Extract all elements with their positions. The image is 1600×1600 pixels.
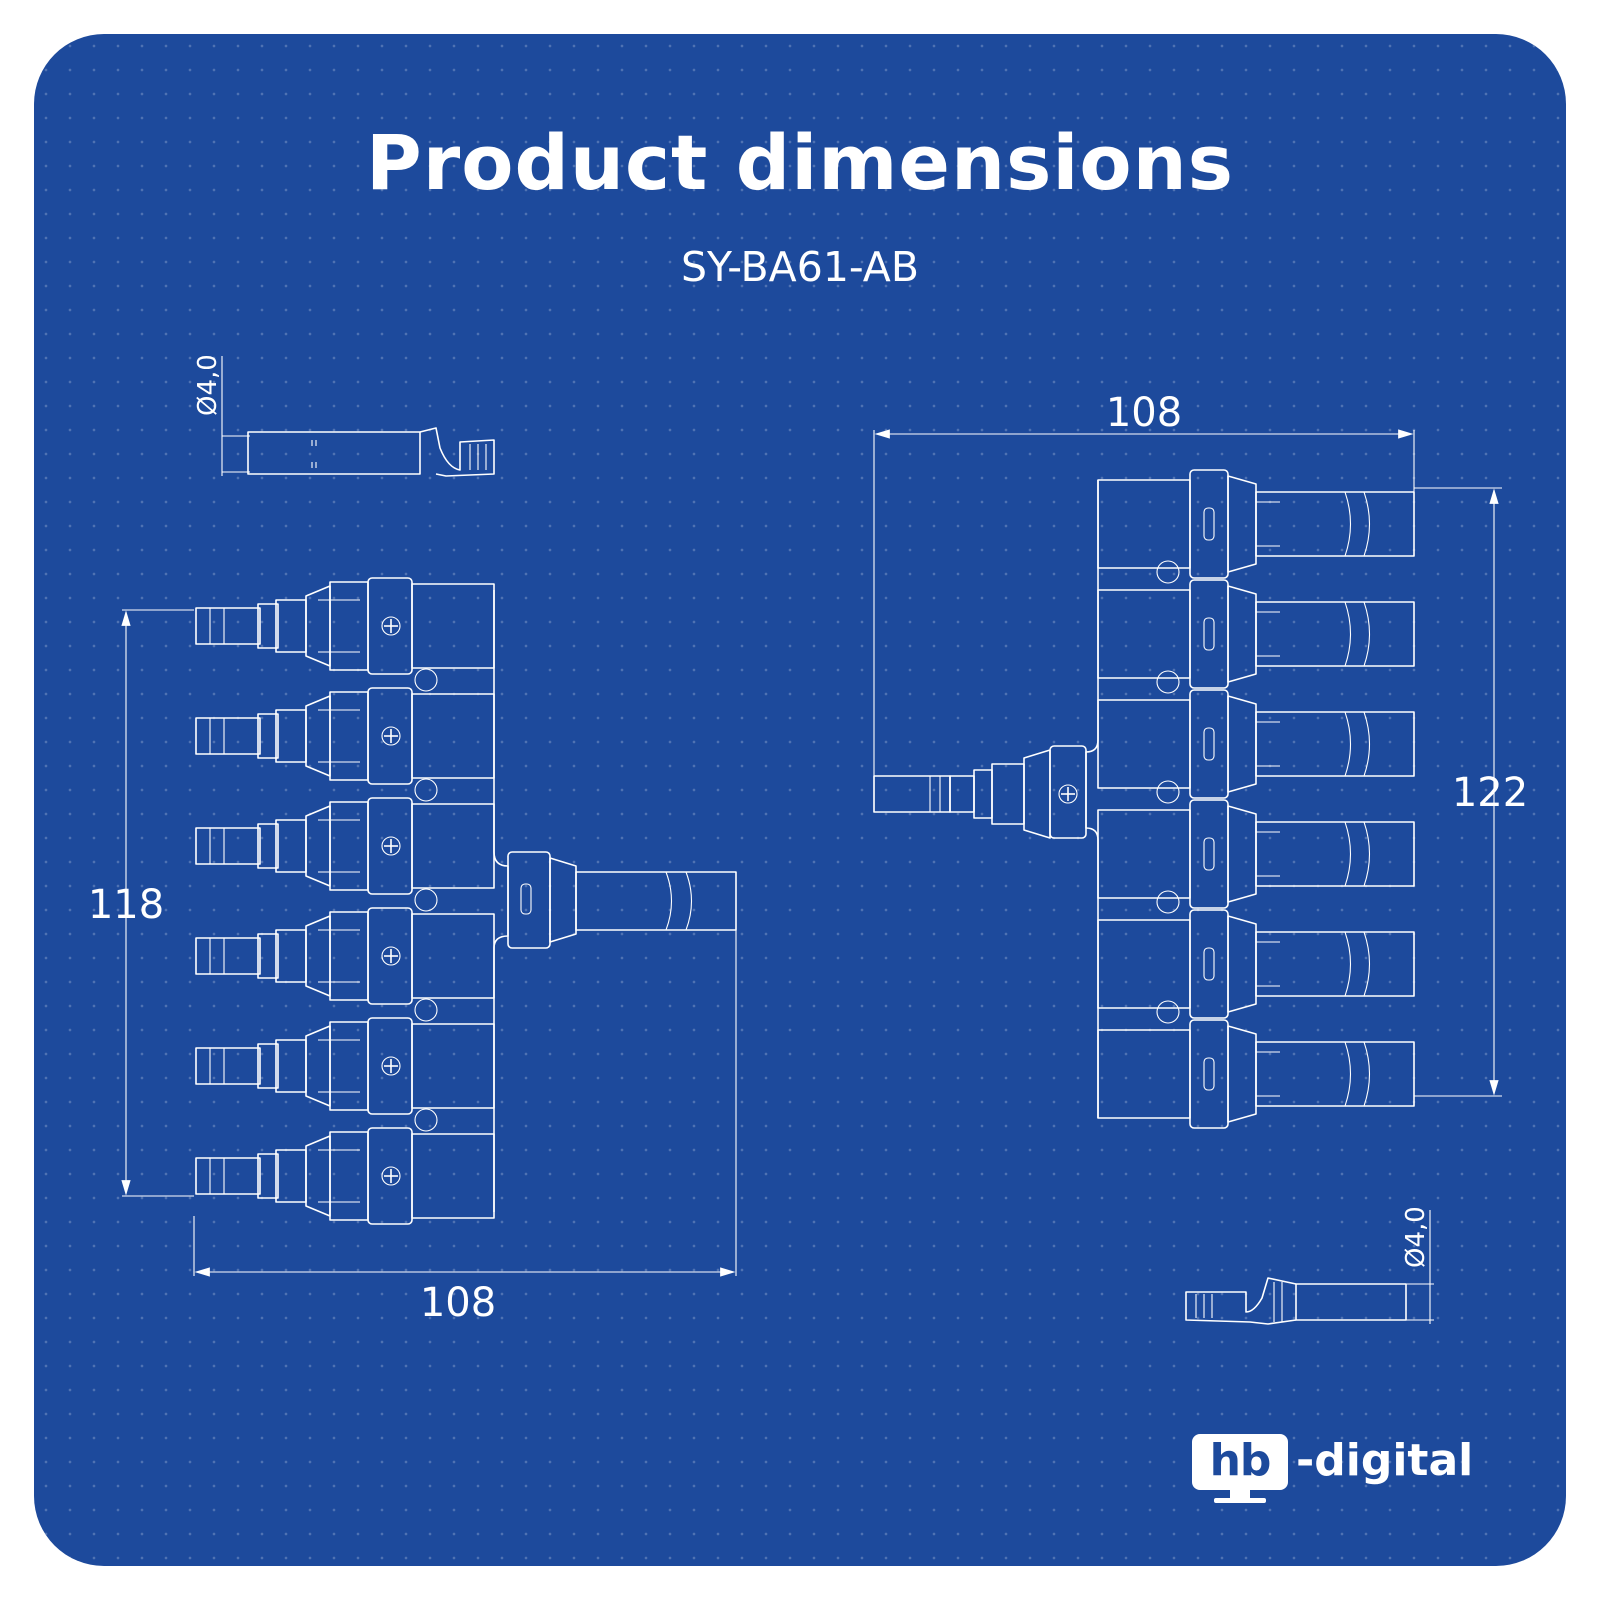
right-branch-6 bbox=[1097, 1019, 1415, 1129]
left-connector-drawing: 118 108 Ø4,0 bbox=[88, 354, 737, 1326]
right-height-dimension: 122 bbox=[1452, 770, 1528, 816]
left-branch-6 bbox=[195, 1127, 495, 1225]
right-branch-1 bbox=[1097, 469, 1415, 579]
page-title: Product dimensions bbox=[366, 118, 1234, 207]
brand-logo-box: hb bbox=[1192, 1434, 1288, 1490]
monitor-stand-icon bbox=[1230, 1490, 1250, 1500]
right-branch-4 bbox=[1097, 799, 1415, 909]
right-pin-diameter: Ø4,0 bbox=[1401, 1206, 1431, 1268]
blueprint-card bbox=[34, 34, 1566, 1566]
left-height-dimension: 118 bbox=[88, 882, 164, 928]
right-pin-detail: Ø4,0 bbox=[1185, 1206, 1434, 1325]
right-width-dimension: 108 bbox=[1106, 390, 1182, 436]
right-connector-drawing: 108 122 Ø4,0 bbox=[873, 390, 1528, 1325]
right-branch-5 bbox=[1097, 909, 1415, 1019]
left-branch-4 bbox=[195, 907, 495, 1005]
left-branch-5 bbox=[195, 1017, 495, 1115]
left-pin-detail: Ø4,0 bbox=[193, 354, 495, 477]
right-branch-3 bbox=[1097, 689, 1415, 799]
left-branch-1 bbox=[195, 577, 495, 675]
left-width-dimension: 108 bbox=[420, 1280, 496, 1326]
model-number: SY-BA61-AB bbox=[681, 243, 919, 291]
left-branch-3 bbox=[195, 797, 495, 895]
monitor-base-icon bbox=[1214, 1498, 1266, 1503]
brand-logo-text: -digital bbox=[1296, 1435, 1474, 1486]
left-branch-2 bbox=[195, 687, 495, 785]
right-branch-2 bbox=[1097, 579, 1415, 689]
left-pin-diameter: Ø4,0 bbox=[193, 354, 223, 416]
